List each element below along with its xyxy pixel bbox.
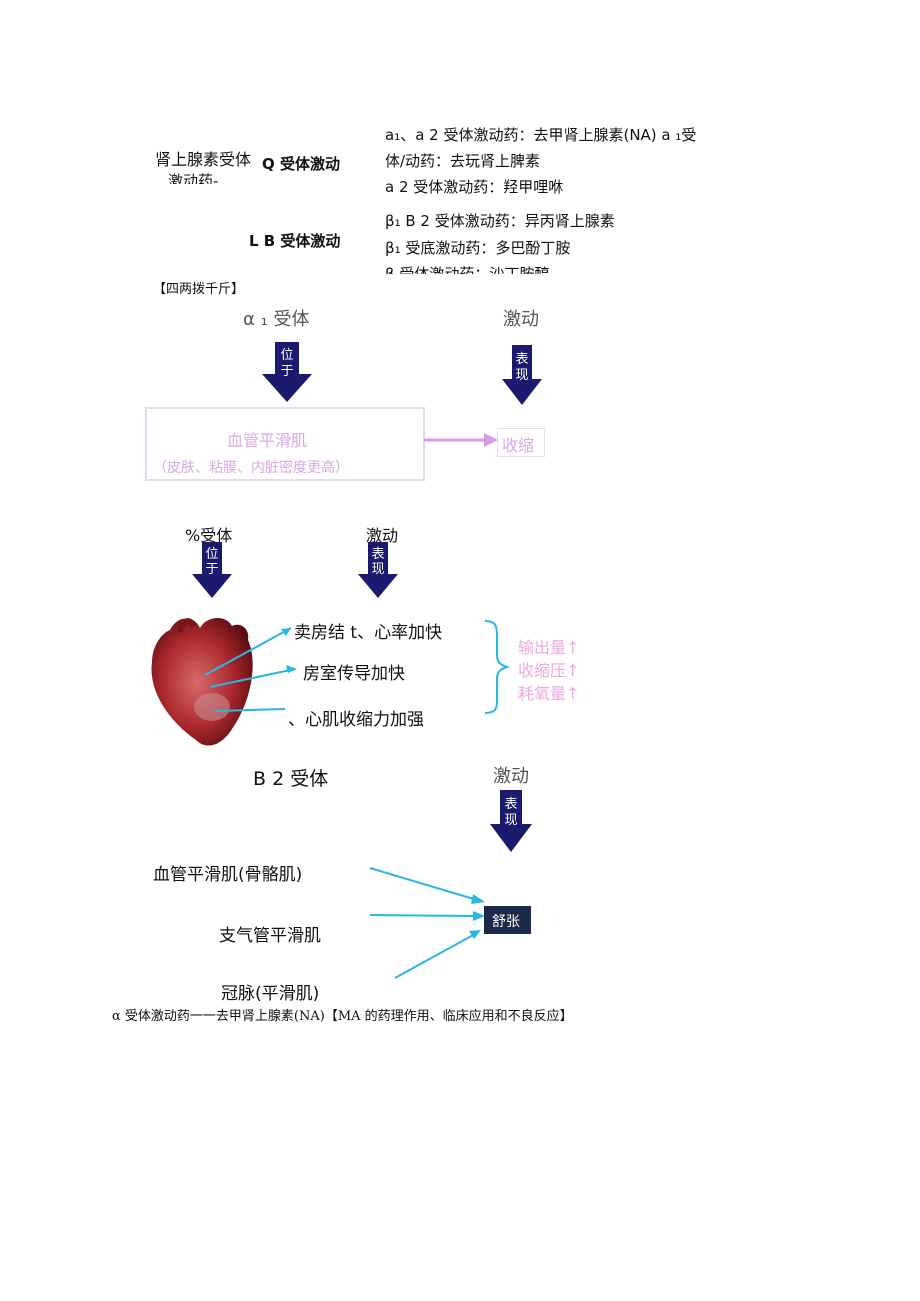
fig2-receptor-label: %受体 [185,526,233,545]
fig1-down-arrow-icon: 位 于 [262,342,312,402]
fig2-down-arrow-icon: 位 于 [192,542,232,598]
fig1-effect-arrow-icon: 表 现 [502,345,542,405]
heart-icon [151,617,253,746]
fig3-pointer-lines [369,867,485,979]
svg-text:表: 表 [515,352,528,367]
footer-heading: α 受体激动药一一去甲肾上腺素(NA)【MA 的药理作用、临床应用和不良反应】 [112,1009,573,1024]
fig1-result: 收缩 [502,436,535,455]
alpha-line-3: a 2 受体激动药：羟甲哩咻 [385,178,564,196]
fig3-result-box: 舒张 [484,906,531,934]
section-title: 【四两拨千斤】 [153,282,245,297]
svg-text:位: 位 [205,547,218,562]
beta-agonist-label: L B 受体激动 [249,232,341,250]
alpha-agonist-label: Q 受体激动 [262,155,340,173]
fig1-box-title: 血管平滑肌 [227,431,308,450]
fig1-vascular-box: 血管平滑肌 （皮肤、粘膜、内脏密度更高） [145,407,425,481]
fig3-receptor-label: B 2 受体 [253,768,329,790]
fig1-result-box: 收缩 [497,428,545,457]
beta-line-3: β 受体激动药：沙丁胺醇 [385,265,550,274]
svg-text:于: 于 [280,364,293,379]
beta-line-2: β₁ 受底激动药：多巴酚丁胺 [385,239,571,257]
fig2-item-sinoatrial: 卖房结 t、心率加快 [294,623,443,643]
fig3-effect-label: 激动 [493,766,529,787]
fig1-pink-arrow-icon [424,433,498,447]
fig2-result-output: 输出量↑ [518,638,580,657]
svg-text:于: 于 [205,562,218,577]
svg-text:表: 表 [371,547,384,562]
fig2-effect-arrow-icon: 表 现 [358,542,398,598]
fig1-box-subtitle: （皮肤、粘膜、内脏密度更高） [153,460,349,476]
fig2-item-contractility: 、心肌收缩力加强 [288,710,424,730]
alpha-line-1: a₁、a 2 受体激动药：去甲肾上腺素(NA) a ₁受 [385,126,697,144]
fig3-result: 舒张 [492,914,520,930]
fig2-item-av-conduction: 房室传导加快 [303,664,405,684]
fig3-effect-arrow-icon: 表 现 [490,790,532,852]
svg-text:现: 现 [515,368,528,383]
fig2-result-systolic: 收缩压↑ [518,661,580,680]
alpha-line-2: 体/动药：去玩肾上脾素 [385,152,541,170]
svg-text:位: 位 [280,348,293,363]
fig3-item-vascular: 血管平滑肌(骨骼肌) [153,865,303,885]
fig2-result-oxygen: 耗氧量↑ [518,684,580,703]
adrenergic-agonist-title-cont: 激动药- [168,172,219,184]
fig2-results: 输出量↑ 收缩压↑ 耗氧量↑ [518,636,579,705]
adrenergic-agonist-title: 肾上腺素受体 [155,150,252,169]
fig2-effect-label: 激动 [366,526,399,545]
fig1-effect-label: 激动 [503,309,539,330]
svg-text:现: 现 [371,562,384,577]
fig1-receptor-label: α ₁ 受体 [243,309,310,330]
svg-text:现: 现 [504,813,517,828]
svg-text:表: 表 [504,797,517,812]
fig3-item-coronary: 冠脉(平滑肌) [221,984,320,1004]
fig2-pointer-lines [204,620,511,714]
fig3-item-bronchial: 支气管平滑肌 [219,926,321,946]
beta-line-1: β₁ B 2 受体激动药：异丙肾上腺素 [385,212,615,230]
